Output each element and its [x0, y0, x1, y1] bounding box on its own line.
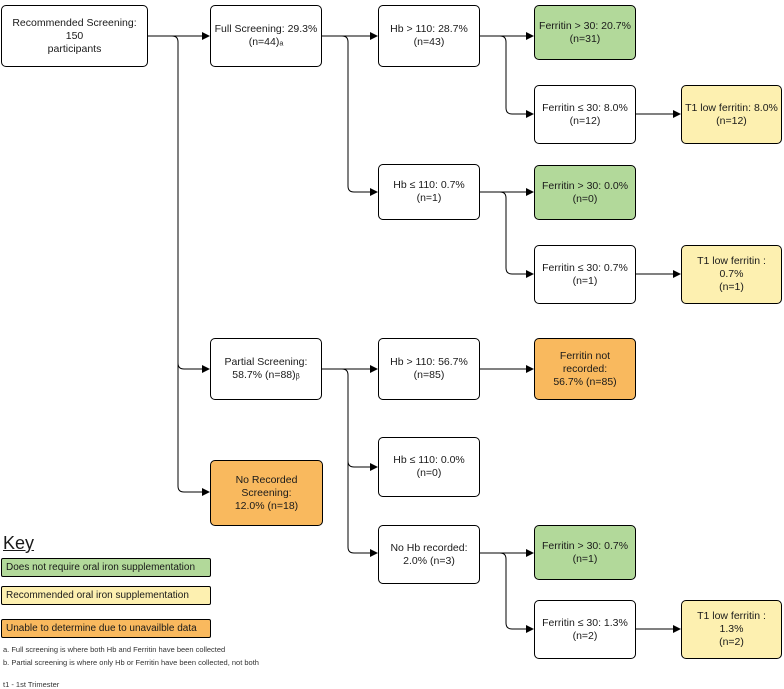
- arrow-to-no-hb: [347, 461, 378, 557]
- box-full-screening: Full Screening: 29.3% (n=44)ₐ: [210, 5, 322, 67]
- box-partial-hb-low: Hb ≤ 110: 0.0% (n=0): [378, 437, 480, 497]
- arrow-to-partial: [171, 35, 210, 373]
- key-unable: Unable to determine due to unavailble da…: [1, 619, 211, 638]
- box-recommended-screening: Recommended Screening: 150 participants: [1, 5, 148, 67]
- box-partial-hb-high: Hb > 110: 56.7% (n=85): [378, 338, 480, 400]
- box-no-hb-recorded: No Hb recorded: 2.0% (n=3): [378, 525, 480, 584]
- box-t1-low-ferritin-2: T1 low ferritin : 0.7% (n=1): [681, 245, 782, 304]
- box-ferritin-high-3: Ferritin > 30: 0.7% (n=1): [534, 525, 636, 580]
- box-ferritin-low-2: Ferritin ≤ 30: 0.7% (n=1): [534, 245, 636, 304]
- box-ferritin-low-1: Ferritin ≤ 30: 8.0% (n=12): [534, 85, 636, 144]
- box-full-hb-high: Hb > 110: 28.7% (n=43): [378, 5, 480, 67]
- key-supplement: Recommended oral iron supplementation: [1, 586, 211, 605]
- arrow-to-full-hb-low: [341, 35, 378, 196]
- arrow-to-fer-lo-2: [499, 191, 534, 278]
- footnote-t1: t1 - 1st Trimester: [3, 680, 60, 689]
- arrow-to-partial-hb-low: [341, 368, 378, 471]
- arrow-to-fer-lo-3: [499, 552, 534, 633]
- box-ferritin-low-3: Ferritin ≤ 30: 1.3% (n=2): [534, 600, 636, 659]
- box-no-recorded-screening: No Recorded Screening: 12.0% (n=18): [210, 460, 323, 526]
- box-full-hb-low: Hb ≤ 110: 0.7% (n=1): [378, 164, 480, 220]
- arrow-to-no-recorded: [177, 363, 210, 496]
- box-ferritin-not-recorded: Ferritin not recorded: 56.7% (n=85): [534, 338, 636, 400]
- footnote-a: a. Full screening is where both Hb and F…: [3, 645, 226, 654]
- key-no-supplement: Does not require oral iron supplementati…: [1, 558, 211, 577]
- footnote-b: b. Partial screening is where only Hb or…: [3, 658, 259, 667]
- box-ferritin-high-2: Ferritin > 30: 0.0% (n=0): [534, 165, 636, 220]
- box-t1-low-ferritin-1: T1 low ferritin: 8.0% (n=12): [681, 85, 782, 144]
- box-partial-screening: Partial Screening: 58.7% (n=88)ᵦ: [210, 338, 322, 400]
- box-ferritin-high-1: Ferritin > 30: 20.7% (n=31): [534, 5, 636, 60]
- key-title: Key: [3, 533, 35, 553]
- arrow-to-fer-lo-1: [499, 35, 534, 118]
- box-t1-low-ferritin-3: T1 low ferritin : 1.3% (n=2): [681, 600, 782, 659]
